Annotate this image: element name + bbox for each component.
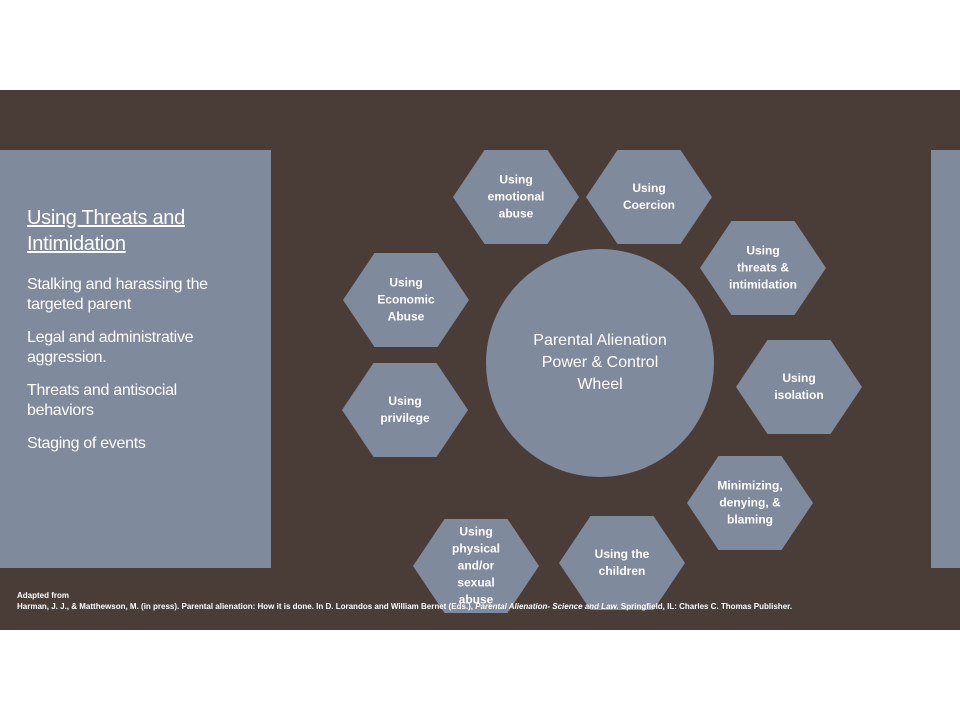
citation: Adapted from Harman, J. J., & Matthewson… bbox=[17, 590, 917, 612]
hexagon-emotional-abuse bbox=[453, 150, 579, 244]
side-panel: Using Threats and Intimidation Stalking … bbox=[0, 150, 271, 568]
node-label-threats-intimidation: Using threats & intimidation bbox=[729, 243, 797, 292]
hexagon-physical-sexual-abuse bbox=[413, 519, 539, 613]
slide: Using Threats and Intimidation Stalking … bbox=[0, 90, 960, 630]
node-label-using-children: Using the children bbox=[594, 547, 650, 578]
node-label-physical-sexual-abuse: Using physical and/or sexual abuse bbox=[451, 524, 501, 607]
citation-publisher: Springfield, IL: Charles C. Thomas Publi… bbox=[618, 602, 793, 611]
node-label-coercion: Using Coercion bbox=[622, 181, 676, 212]
citation-line-2: Harman, J. J., & Matthewson, M. (in pres… bbox=[17, 601, 917, 612]
hexagon-threats-intimidation bbox=[700, 221, 826, 315]
center-circle bbox=[486, 249, 714, 477]
hexagon-coercion bbox=[586, 150, 712, 244]
hexagon-privilege bbox=[342, 363, 468, 457]
node-label-economic-abuse: Using Economic Abuse bbox=[377, 275, 435, 324]
panel-item-threats: Threats and antisocial behaviors bbox=[27, 382, 177, 419]
center-label: Parental Alienation Power & Control Whee… bbox=[533, 332, 667, 393]
citation-book-title: Parental Alienation- Science and Law. bbox=[475, 602, 619, 611]
node-label-minimizing: Minimizing, denying, & blaming bbox=[717, 478, 783, 527]
node-label-isolation: Using isolation bbox=[774, 371, 824, 402]
citation-text: Harman, J. J., & Matthewson, M. (in pres… bbox=[17, 602, 476, 611]
node-label-emotional-abuse: Using emotional abuse bbox=[487, 172, 545, 221]
citation-line-1: Adapted from bbox=[17, 591, 69, 600]
wheel-diagram bbox=[342, 150, 862, 613]
panel-heading: Using Threats and Intimidation bbox=[27, 207, 185, 255]
node-label-privilege: Using privilege bbox=[380, 394, 430, 425]
hexagon-economic-abuse bbox=[343, 253, 469, 347]
hexagon-isolation bbox=[736, 340, 862, 434]
hexagon-minimizing bbox=[687, 456, 813, 550]
right-edge-strip bbox=[931, 150, 960, 568]
panel-item-legal-aggression: Legal and administrative aggression. bbox=[27, 329, 194, 366]
hexagon-using-children bbox=[559, 516, 685, 610]
panel-item-stalking: Stalking and harassing the targeted pare… bbox=[27, 276, 208, 313]
panel-item-staging: Staging of events bbox=[27, 435, 146, 452]
